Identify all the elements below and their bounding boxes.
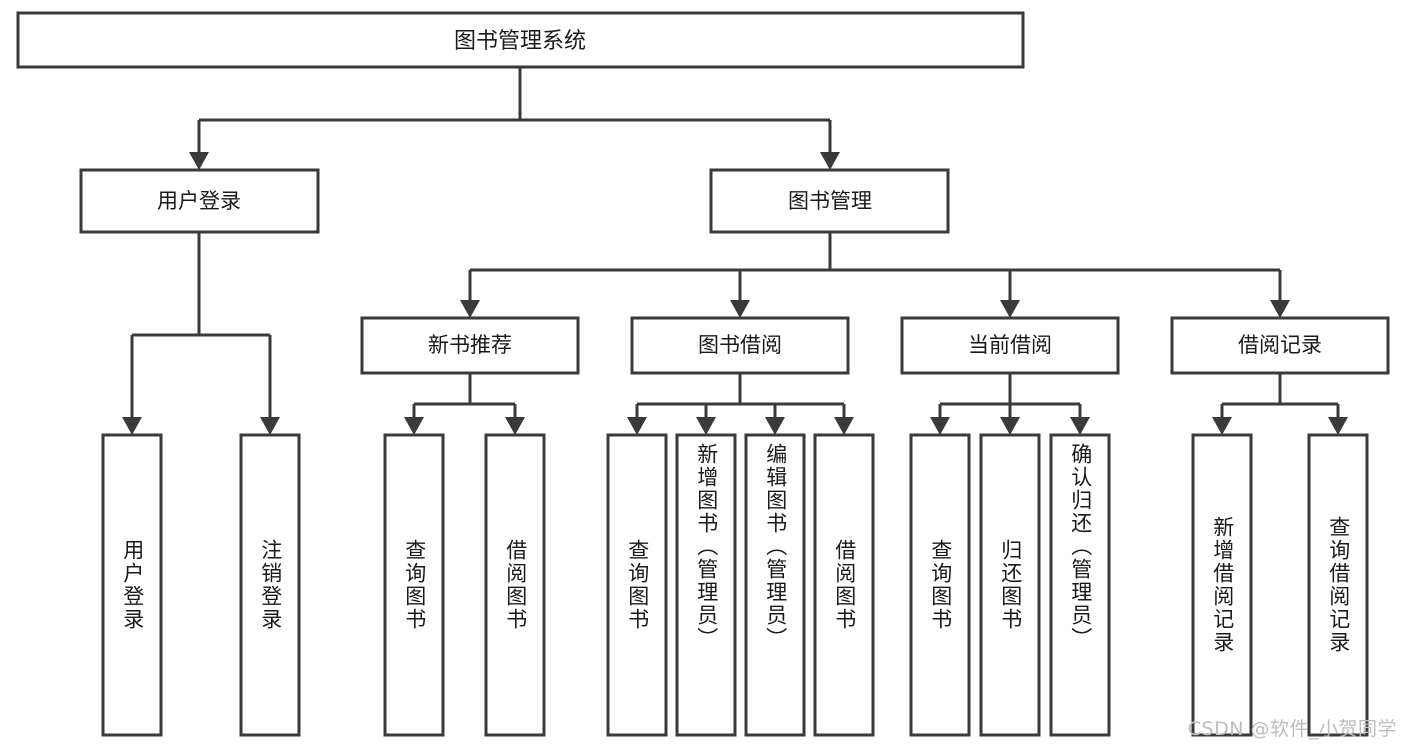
node-box-borrow-record[interactable] — [1170, 316, 1390, 375]
arrowhead-leaf-bb-4 — [834, 417, 854, 435]
arrowhead-user-login — [189, 152, 209, 170]
node-box-book-manage[interactable] — [709, 168, 950, 234]
arrowhead-leaf-bb-2 — [696, 417, 716, 435]
arrowhead-leaf-nbr-1 — [404, 417, 424, 435]
leaf-box-borrow-record-1[interactable] — [1191, 433, 1253, 737]
leaf-box-borrow-record-2[interactable] — [1307, 433, 1369, 737]
arrowhead-leaf-bb-1 — [627, 417, 647, 435]
leaf-box-book-borrow-4[interactable] — [813, 433, 875, 737]
node-label-borrow-record: 借阅记录 — [1238, 333, 1322, 357]
leaf-box-user-login-1[interactable] — [101, 433, 163, 737]
leaf-box-current-borrow-3[interactable] — [1049, 433, 1111, 737]
arrowhead-leaf-br-1 — [1212, 417, 1232, 435]
arrowhead-leaf-cb-3 — [1070, 417, 1090, 435]
arrowhead-current-borrow — [1000, 300, 1020, 318]
arrowhead-leaf-nbr-2 — [505, 417, 525, 435]
node-label-book-manage: 图书管理 — [788, 189, 872, 213]
arrowhead-leaf-user-login-1 — [122, 417, 142, 435]
node-label-new-book-rec: 新书推荐 — [428, 333, 512, 357]
node-box-root[interactable] — [16, 11, 1025, 69]
leaf-box-current-borrow-2[interactable] — [979, 433, 1041, 737]
arrowhead-book-borrow — [730, 300, 750, 318]
csdn-watermark: CSDN @软件_小贺同学 — [1187, 718, 1397, 740]
leaf-box-book-borrow-3[interactable] — [744, 433, 806, 737]
arrowhead-leaf-cb-2 — [1000, 417, 1020, 435]
node-box-user-login[interactable] — [79, 168, 320, 234]
arrowhead-leaf-bb-3 — [765, 417, 785, 435]
node-box-book-borrow[interactable] — [630, 316, 850, 375]
arrowhead-leaf-br-2 — [1328, 417, 1348, 435]
node-label-book-borrow: 图书借阅 — [698, 333, 782, 357]
leaf-box-book-borrow-2[interactable] — [675, 433, 737, 737]
node-label-root: 图书管理系统 — [454, 29, 586, 54]
leaf-box-book-borrow-1[interactable] — [606, 433, 668, 737]
arrowhead-borrow-record — [1270, 300, 1290, 318]
arrowhead-leaf-cb-1 — [930, 417, 950, 435]
arrowhead-book-manage — [820, 152, 840, 170]
leaf-box-new-book-rec-2[interactable] — [484, 433, 546, 737]
nodes-layer: 图书管理系统 用户登录 图书管理 新书推荐 图书借阅 当前借阅 借阅记录 — [16, 11, 1390, 737]
leaf-box-current-borrow-1[interactable] — [909, 433, 971, 737]
node-box-current-borrow[interactable] — [900, 316, 1120, 375]
leaf-box-user-login-2[interactable] — [239, 433, 301, 737]
arrowhead-leaf-user-login-2 — [260, 417, 280, 435]
node-label-current-borrow: 当前借阅 — [968, 333, 1052, 357]
edges-layer — [122, 67, 1348, 435]
leaf-box-new-book-rec-1[interactable] — [383, 433, 445, 737]
node-box-new-book-rec[interactable] — [360, 316, 580, 375]
arrowhead-new-book-rec — [460, 300, 480, 318]
node-label-user-login: 用户登录 — [157, 189, 241, 213]
